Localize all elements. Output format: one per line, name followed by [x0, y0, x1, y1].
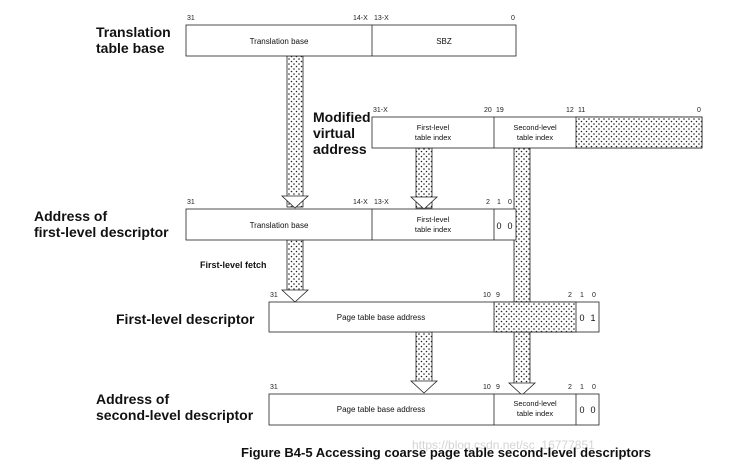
- arrow-first-level-index: [409, 147, 439, 210]
- sld-address-bit1-value: 0: [579, 405, 584, 415]
- sld-address-page-table-base-field: Page table base address: [337, 405, 426, 414]
- fld-bit1-value: 0: [579, 313, 584, 323]
- ttb-bit-0: 0: [511, 15, 515, 22]
- label-modified-virtual-address: Modified virtual address: [313, 109, 371, 157]
- register-second-level-descriptor-address: [268, 393, 600, 426]
- ttb-bit-31: 31: [187, 15, 195, 22]
- fld-address-first-level-index-line1: First-level: [417, 215, 450, 224]
- fld-address-bit-14x: 14-X: [353, 199, 368, 206]
- fld-address-bit-1: 1: [497, 199, 501, 206]
- ttb-sbz-field: SBZ: [436, 37, 452, 46]
- first-level-fetch-label: First-level fetch: [200, 260, 267, 270]
- sld-address-bit-2: 2: [568, 384, 572, 391]
- mva-second-level-index-line1: Second-level: [513, 123, 557, 132]
- fld-bit-9: 9: [496, 292, 500, 299]
- mva-first-level-index-line2: table index: [415, 133, 452, 142]
- fld-address-bit1-value: 0: [496, 221, 501, 231]
- register-modified-virtual-address: [371, 116, 703, 149]
- fld-address-translation-base-field: Translation base: [250, 221, 309, 230]
- fld-bit-31: 31: [270, 292, 278, 299]
- mva-bit-11: 11: [578, 107, 586, 114]
- figure-caption: Figure B4-5 Accessing coarse page table …: [241, 445, 651, 460]
- mva-bit-31x: 31-X: [373, 107, 388, 114]
- fld-address-bit-31: 31: [187, 199, 195, 206]
- fld-bit-10: 10: [483, 292, 491, 299]
- mva-second-level-index-line2: table index: [517, 133, 554, 142]
- sld-address-bit-10: 10: [483, 384, 491, 391]
- register-translation-table-base: [185, 24, 517, 57]
- sld-address-second-level-index-line1: Second-level: [513, 399, 557, 408]
- sld-address-bit-9: 9: [496, 384, 500, 391]
- register-first-level-descriptor-address: [185, 208, 517, 241]
- sld-address-bit0-value: 0: [590, 405, 595, 415]
- mva-bit-20: 20: [484, 107, 492, 114]
- sld-address-second-level-index-line2: table index: [517, 409, 554, 418]
- fld-bit-1: 1: [580, 292, 584, 299]
- arrow-ttb-to-fld-address: [280, 55, 310, 209]
- ttb-bit-13x: 13-X: [374, 15, 389, 22]
- fld-address-bit-2: 2: [486, 199, 490, 206]
- sld-address-bit-1: 1: [580, 384, 584, 391]
- fld-address-first-level-index-line2: table index: [415, 225, 452, 234]
- register-first-level-descriptor: [268, 301, 600, 333]
- mva-bit-0: 0: [697, 107, 701, 114]
- arrow-second-level-index: [507, 147, 537, 396]
- fld-address-bit-13x: 13-X: [374, 199, 389, 206]
- fld-bit0-value: 1: [590, 313, 595, 323]
- mva-bit-12: 12: [566, 107, 574, 114]
- sld-address-bit-0: 0: [592, 384, 596, 391]
- fld-address-bit-0: 0: [508, 199, 512, 206]
- label-address-of-first-level-descriptor: Address of first-level descriptor: [34, 208, 169, 240]
- fld-page-table-base-field: Page table base address: [337, 313, 426, 322]
- arrow-first-level-fetch: [280, 239, 310, 303]
- label-address-of-second-level-descriptor: Address of second-level descriptor: [96, 391, 254, 423]
- fld-bit-2: 2: [568, 292, 572, 299]
- sld-address-bit-31: 31: [270, 384, 278, 391]
- label-first-level-descriptor: First-level descriptor: [116, 311, 255, 327]
- label-translation-table-base: Translation table base: [96, 24, 171, 56]
- watermark-url: https://blog.csdn.net/sc_16777851: [412, 438, 595, 452]
- mva-first-level-index-line1: First-level: [417, 123, 450, 132]
- fld-address-bit0-value: 0: [507, 221, 512, 231]
- arrow-page-table-base: [409, 331, 439, 394]
- fld-bit-0: 0: [592, 292, 596, 299]
- mva-bit-19: 19: [496, 107, 504, 114]
- ttb-translation-base-field: Translation base: [250, 37, 309, 46]
- ttb-bit-14x: 14-X: [353, 15, 368, 22]
